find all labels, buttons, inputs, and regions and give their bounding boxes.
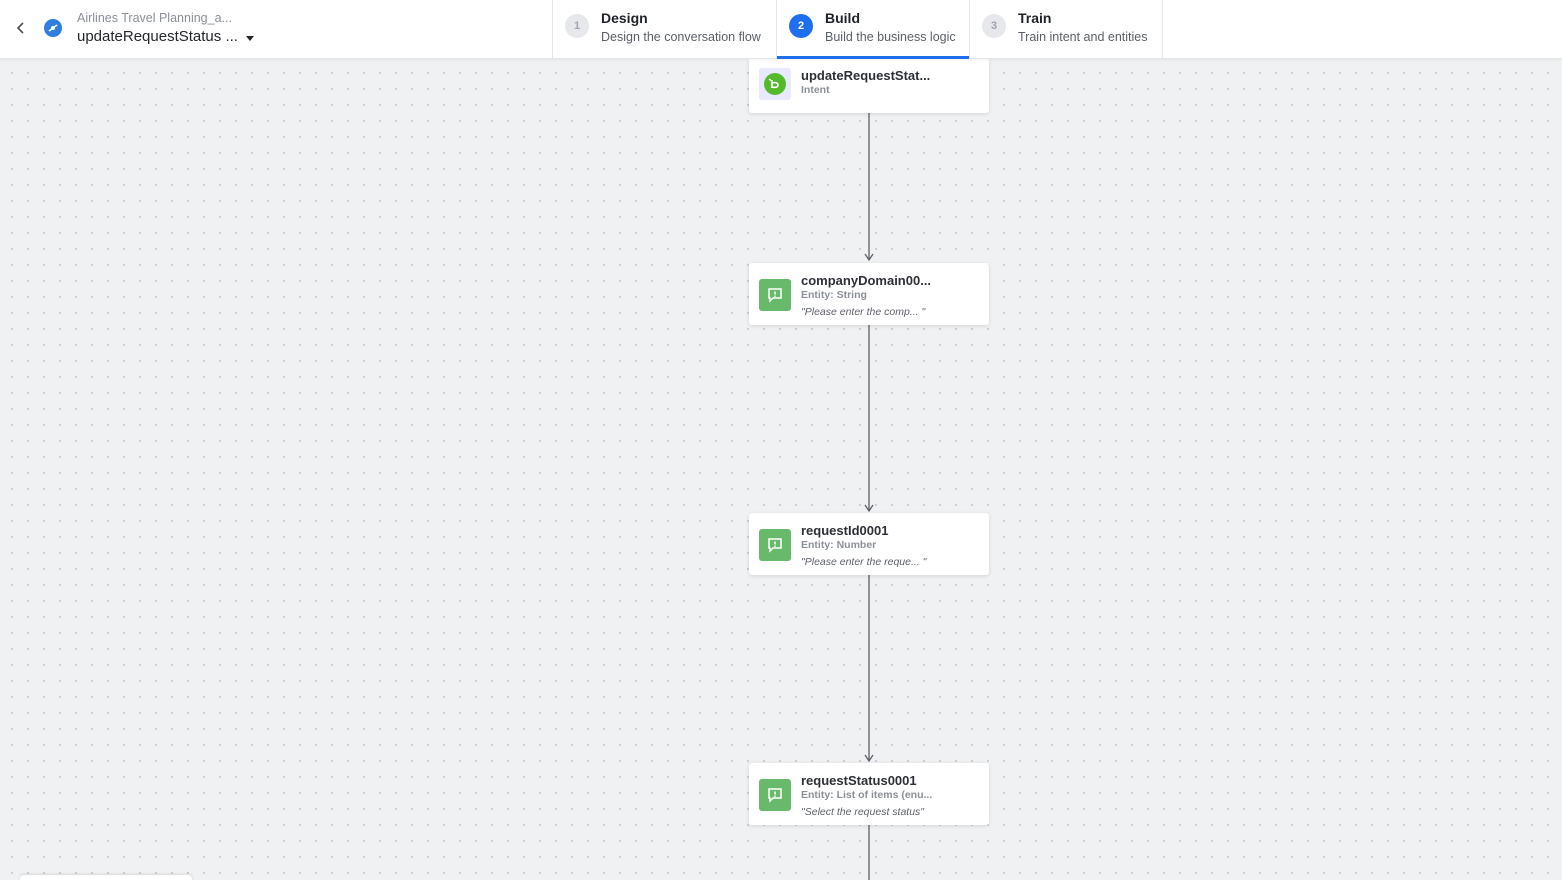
app-info: Airlines Travel Planning_a... updateRequ… — [77, 11, 254, 47]
arrow-head-icon — [864, 504, 874, 513]
flow-name: updateRequestStatus ... — [77, 28, 238, 45]
tab-design[interactable]: 1 Design Design the conversation flow — [553, 0, 777, 59]
step-title: Train — [1018, 10, 1052, 26]
step-title: Design — [601, 10, 648, 26]
step-title: Build — [825, 10, 860, 26]
caret-down-icon — [245, 35, 254, 41]
step-subtitle: Build the business logic — [825, 30, 956, 44]
intent-icon — [759, 68, 791, 100]
entity-node[interactable]: requestId0001 Entity: Number "Please ent… — [749, 513, 989, 575]
tab-train[interactable]: 3 Train Train intent and entities — [970, 0, 1163, 59]
app-name: Airlines Travel Planning_a... — [77, 11, 232, 25]
step-number: 1 — [565, 14, 589, 38]
entity-node[interactable]: requestStatus0001 Entity: List of items … — [749, 763, 989, 825]
step-tabs: 1 Design Design the conversation flow 2 … — [552, 0, 1163, 59]
canvas-controls-panel[interactable] — [20, 875, 192, 880]
flow-connectors — [864, 113, 874, 880]
node-prompt: "Please enter the reque... " — [801, 556, 927, 568]
top-bar: Airlines Travel Planning_a... updateRequ… — [0, 0, 1562, 59]
node-title: updateRequestStat... — [801, 68, 931, 83]
node-type: Entity: String — [801, 289, 867, 301]
step-number: 2 — [789, 14, 813, 38]
back-button[interactable] — [10, 17, 32, 39]
intent-node[interactable]: updateRequestStat... Intent — [749, 59, 989, 113]
node-type: Entity: Number — [801, 539, 877, 551]
entity-message-icon — [759, 779, 791, 811]
chevron-left-icon — [16, 22, 24, 34]
entity-message-icon — [759, 529, 791, 561]
node-type: Entity: List of items (enu... — [801, 789, 933, 801]
tab-build[interactable]: 2 Build Build the business logic — [777, 0, 970, 59]
step-number: 3 — [982, 14, 1006, 38]
arrow-head-icon — [864, 253, 874, 262]
flow-canvas[interactable]: updateRequestStat... Intent companyDomai… — [0, 59, 1562, 880]
step-subtitle: Train intent and entities — [1018, 30, 1148, 44]
node-title: requestId0001 — [801, 523, 889, 538]
node-title: requestStatus0001 — [801, 773, 917, 788]
node-prompt: "Please enter the comp... " — [801, 306, 926, 318]
flow-selector[interactable]: updateRequestStatus ... — [77, 27, 254, 47]
arrow-head-icon — [864, 754, 874, 763]
entity-message-icon — [759, 279, 791, 311]
step-subtitle: Design the conversation flow — [601, 30, 761, 44]
entity-node[interactable]: companyDomain00... Entity: String "Pleas… — [749, 263, 989, 325]
node-title: companyDomain00... — [801, 273, 932, 288]
node-prompt: "Select the request status" — [801, 806, 925, 818]
node-type: Intent — [801, 84, 830, 96]
bot-icon — [44, 19, 62, 37]
